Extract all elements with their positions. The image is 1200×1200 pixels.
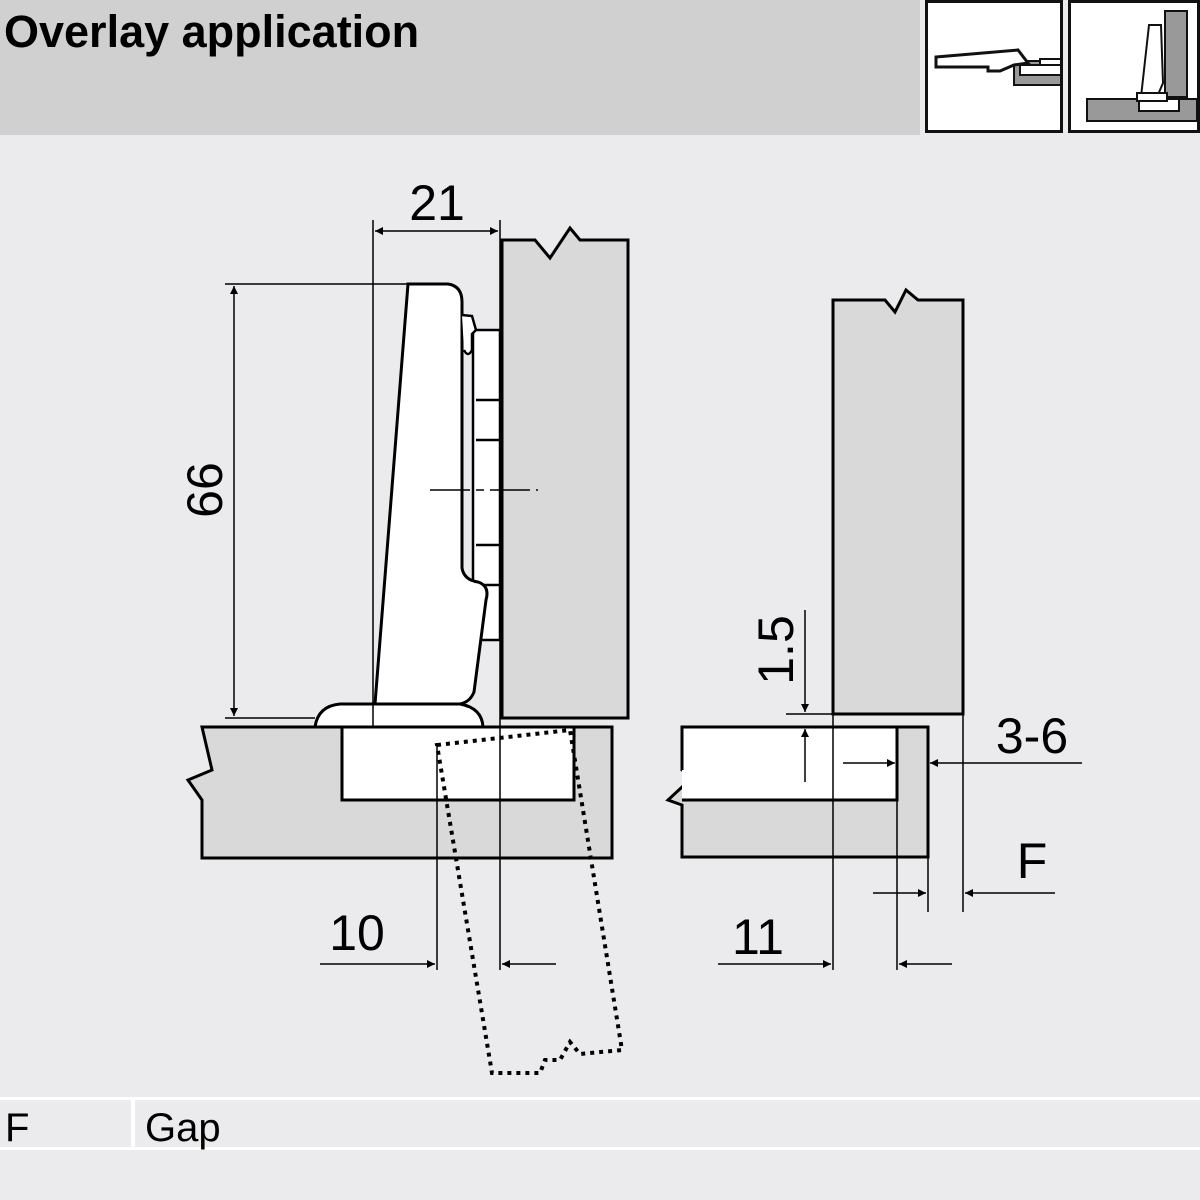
dimension-10-label: 10 xyxy=(329,905,385,961)
dimension-1-5-label: 1.5 xyxy=(748,615,804,685)
cabinet-side-panel-right xyxy=(831,287,965,716)
page-title: Overlay application xyxy=(4,6,420,57)
dimension-11-label: 11 xyxy=(732,909,784,965)
dimension-21-label: 21 xyxy=(409,175,465,231)
legend-divider xyxy=(131,1100,135,1147)
dimension-gap-label: F xyxy=(1017,833,1048,889)
cup-recess xyxy=(340,725,576,802)
dimension-66-label: 66 xyxy=(177,462,233,518)
legend-key: F xyxy=(5,1106,30,1150)
legend-value: Gap xyxy=(145,1106,221,1150)
hinge-side-view-icon xyxy=(1068,0,1200,133)
dimension-3-6-label: 3-6 xyxy=(996,708,1068,764)
header-bar: Overlay application xyxy=(0,0,920,135)
legend-row: F Gap xyxy=(0,1097,1200,1150)
cabinet-side-panel xyxy=(500,225,630,720)
hinge-boss xyxy=(313,702,485,729)
hinge-arm xyxy=(373,282,489,706)
